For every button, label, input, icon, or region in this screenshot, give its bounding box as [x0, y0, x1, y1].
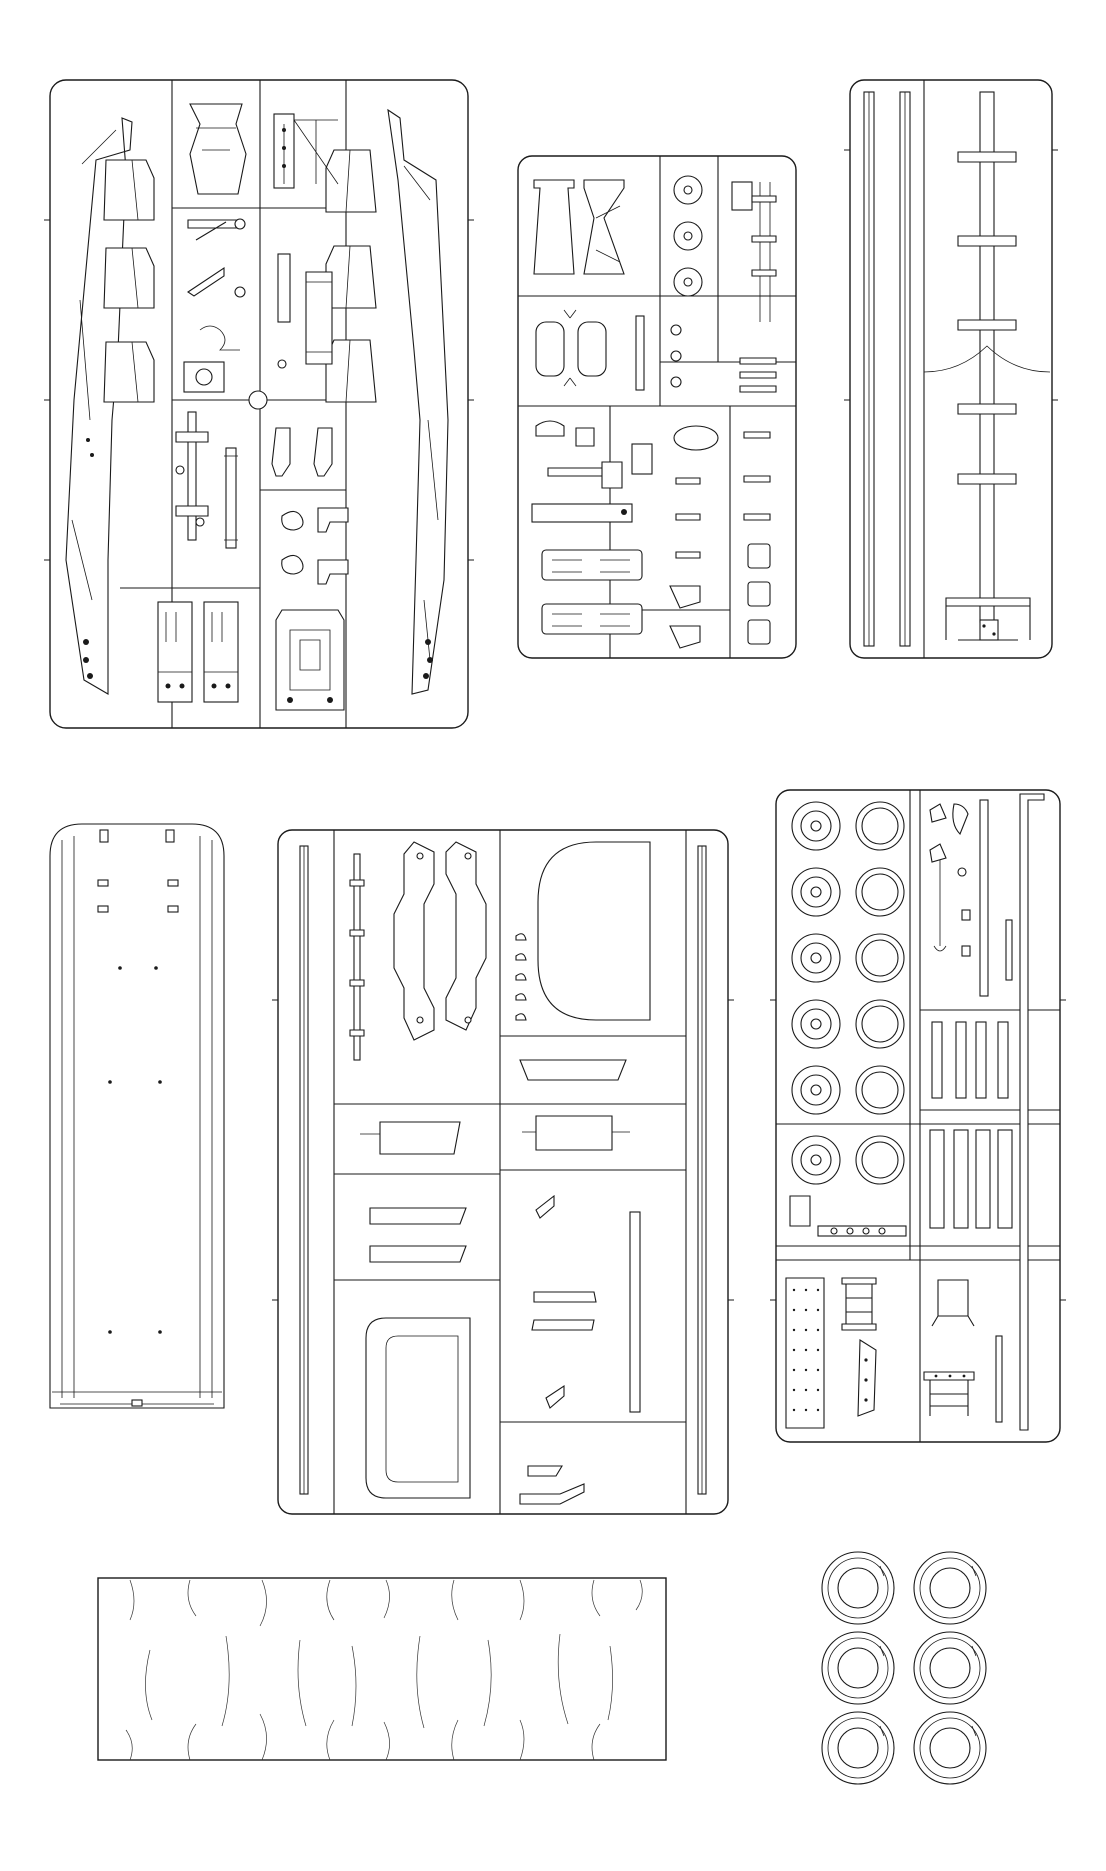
sprue-wheels	[770, 790, 1066, 1442]
wheel-rims	[792, 802, 840, 1184]
trailer-floor	[50, 824, 224, 1408]
wheel-tyres	[856, 802, 904, 1184]
tyres	[822, 1552, 986, 1784]
sprue-axles-tanks	[518, 156, 796, 658]
sprue-long-beam	[844, 80, 1058, 658]
tarpaulin-sheet	[98, 1578, 666, 1760]
sprue-bodywork	[272, 830, 734, 1514]
sprue-chassis-rails	[44, 80, 474, 728]
